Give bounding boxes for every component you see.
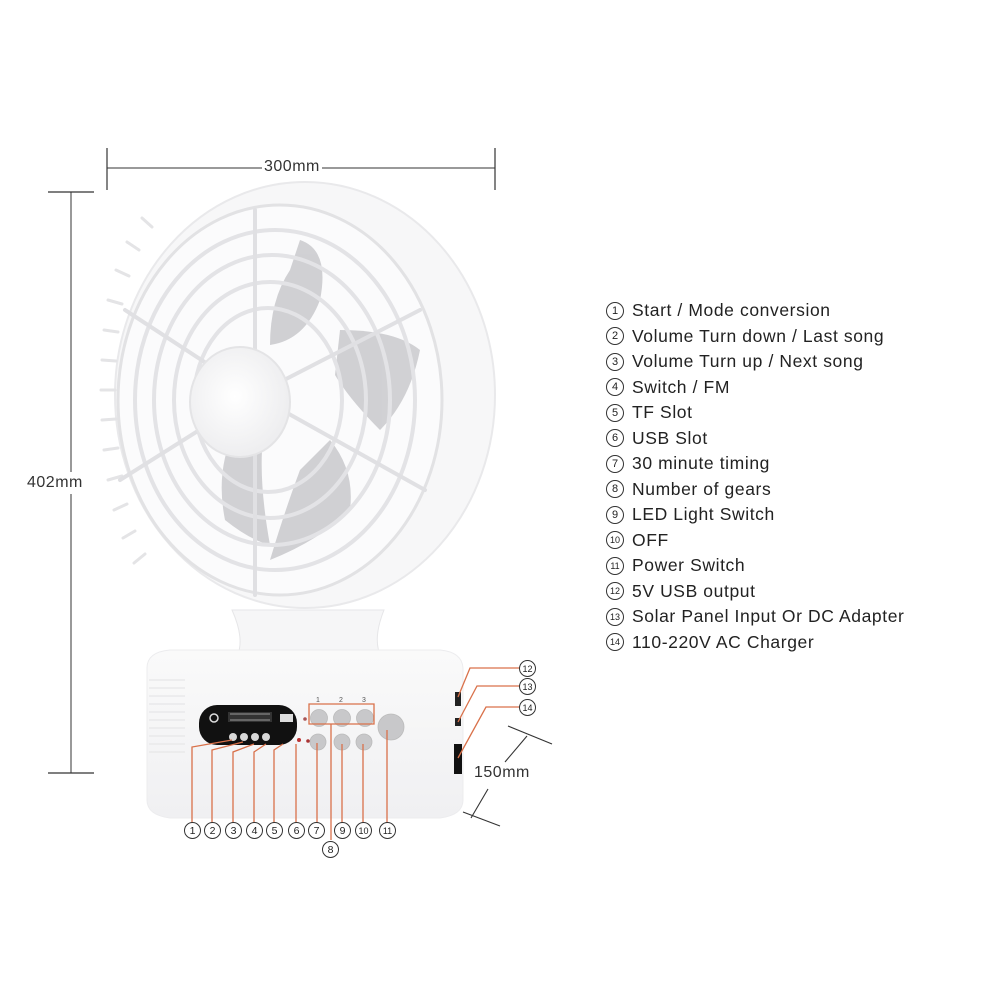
legend-number: 11 <box>606 556 624 575</box>
callout-1: 1 <box>184 822 201 839</box>
callout-3: 3 <box>225 822 242 839</box>
callout-7: 7 <box>308 822 325 839</box>
legend-item-4: 4 Switch / FM <box>606 375 905 401</box>
legend-label: Start / Mode conversion <box>632 300 831 321</box>
callout-8: 8 <box>322 841 339 858</box>
fan-head <box>99 181 496 609</box>
legend-number: 12 <box>606 582 624 601</box>
legend-item-8: 8 Number of gears <box>606 477 905 503</box>
callout-5: 5 <box>266 822 283 839</box>
legend-item-12: 12 5V USB output <box>606 579 905 605</box>
function-buttons <box>309 709 405 751</box>
mp3-panel <box>199 705 301 745</box>
depth-dimension-label: 150mm <box>474 764 530 781</box>
legend-label: 30 minute timing <box>632 453 770 474</box>
ac-charger-port <box>454 744 462 774</box>
legend-number: 3 <box>606 352 624 371</box>
callout-6: 6 <box>288 822 305 839</box>
callout-10: 10 <box>355 822 372 839</box>
legend-item-10: 10 OFF <box>606 528 905 554</box>
legend-item-5: 5 TF Slot <box>606 400 905 426</box>
callout-2: 2 <box>204 822 221 839</box>
legend-label: Volume Turn up / Next song <box>632 351 864 372</box>
callout-11: 11 <box>379 822 396 839</box>
legend-label: Solar Panel Input Or DC Adapter <box>632 606 905 627</box>
callout-14: 14 <box>519 699 536 716</box>
legend-label: TF Slot <box>632 402 693 423</box>
gear-mark-1: 1 <box>316 697 320 704</box>
legend-number: 14 <box>606 633 624 652</box>
legend-label: 110-220V AC Charger <box>632 631 815 652</box>
legend-item-1: 1 Start / Mode conversion <box>606 298 905 324</box>
legend-item-2: 2 Volume Turn down / Last song <box>606 324 905 350</box>
legend-number: 9 <box>606 505 624 524</box>
depth-dimension <box>462 725 553 827</box>
legend-item-6: 6 USB Slot <box>606 426 905 452</box>
legend-item-9: 9 LED Light Switch <box>606 502 905 528</box>
legend-number: 4 <box>606 378 624 397</box>
legend-number: 13 <box>606 607 624 626</box>
width-dimension-label: 300mm <box>262 158 322 176</box>
height-dimension-label: 402mm <box>27 472 83 494</box>
usb-output-port <box>455 692 461 706</box>
callout-13: 13 <box>519 678 536 695</box>
callout-9: 9 <box>334 822 351 839</box>
legend-number: 2 <box>606 327 624 346</box>
legend-label: Number of gears <box>632 478 772 499</box>
legend-number: 8 <box>606 480 624 499</box>
legend-number: 6 <box>606 429 624 448</box>
legend: 1 Start / Mode conversion 2 Volume Turn do… <box>606 298 905 655</box>
legend-label: Volume Turn down / Last song <box>632 325 885 346</box>
legend-label: USB Slot <box>632 427 708 448</box>
legend-item-7: 7 30 minute timing <box>606 451 905 477</box>
legend-label: 5V USB output <box>632 580 756 601</box>
legend-item-14: 14 110-220V AC Charger <box>606 630 905 656</box>
legend-label: Power Switch <box>632 555 746 576</box>
legend-label: LED Light Switch <box>632 504 775 525</box>
legend-item-13: 13 Solar Panel Input Or DC Adapter <box>606 604 905 630</box>
fan-blades <box>221 240 420 560</box>
fan-hub <box>189 346 291 458</box>
legend-item-3: 3 Volume Turn up / Next song <box>606 349 905 375</box>
gear-mark-3: 3 <box>362 697 366 704</box>
legend-number: 10 <box>606 531 624 550</box>
legend-number: 1 <box>606 301 624 320</box>
callout-4: 4 <box>246 822 263 839</box>
callout-leaders <box>191 667 520 840</box>
legend-item-11: 11 Power Switch <box>606 553 905 579</box>
fan-base <box>146 649 464 819</box>
legend-label: OFF <box>632 529 669 550</box>
legend-number: 5 <box>606 403 624 422</box>
callout-12: 12 <box>519 660 536 677</box>
gear-mark-2: 2 <box>339 697 343 704</box>
legend-label: Switch / FM <box>632 376 730 397</box>
legend-number: 7 <box>606 454 624 473</box>
